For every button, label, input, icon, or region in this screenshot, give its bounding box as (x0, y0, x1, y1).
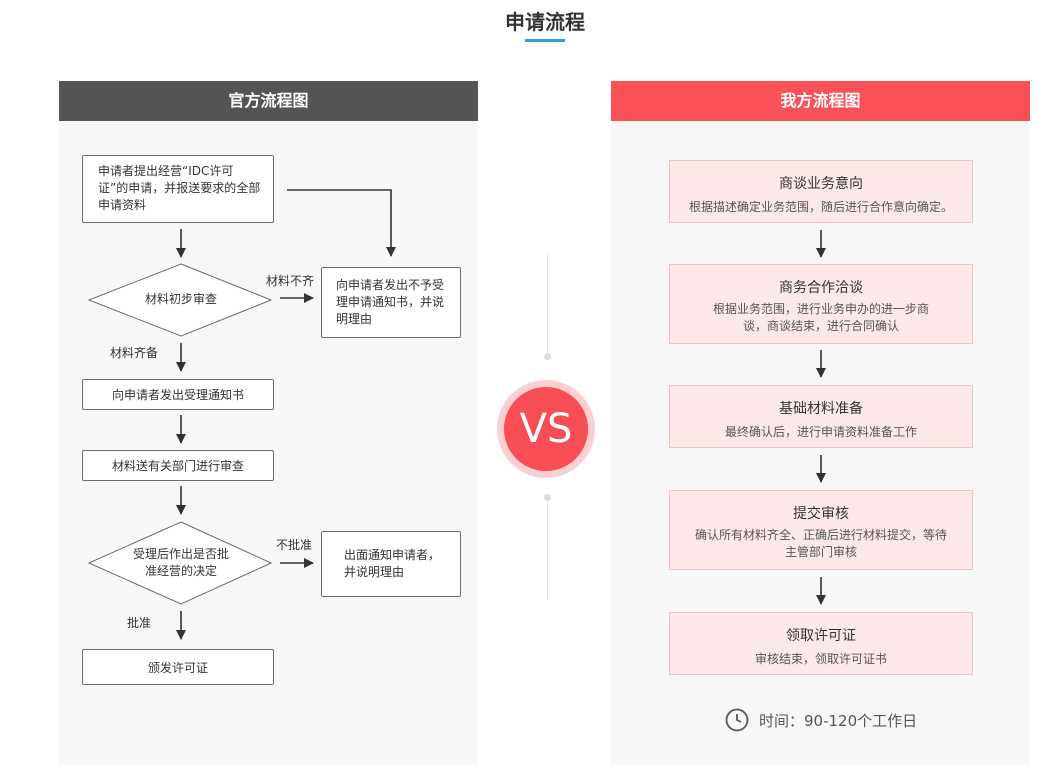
step-desc: 最终确认后，进行申请资料准备工作 (724, 425, 917, 439)
edge-label-incomplete: 材料不齐 (266, 274, 315, 288)
decision-diamond (87, 521, 273, 605)
step-receive-license: 领取许可证 审核结束，领取许可证书 (669, 612, 973, 675)
clock-icon (725, 708, 749, 732)
node-decision-label: 受理后作出是否批准经营的决定 (133, 547, 230, 578)
node-reject-notice: 向申请者发出不予受理申请通知书，并说明理由 (321, 267, 461, 338)
node-send-review: 材料送有关部门进行审查 (82, 450, 274, 481)
edge-label-approved: 批准 (127, 616, 152, 630)
step-title: 商务合作洽谈 (779, 280, 863, 296)
step-desc: 确认所有材料齐全、正确后进行材料提交，等待主管部门审核 (694, 528, 947, 559)
arrow-apply-to-reject (287, 189, 396, 257)
edge-label-complete: 材料齐备 (110, 346, 159, 360)
step-desc: 审核结束，领取许可证书 (754, 652, 887, 666)
divider-dot-bottom (544, 494, 551, 501)
node-initial-review-label: 材料初步审查 (144, 292, 217, 306)
initial-review-diamond (87, 263, 273, 337)
vs-label: VS (504, 387, 588, 471)
processing-time: 时间：90-120个工作日 (725, 708, 917, 732)
step-title: 基础材料准备 (779, 401, 863, 417)
our-flow-header: 我方流程图 (611, 81, 1030, 121)
step-title: 提交审核 (793, 506, 849, 522)
edge-label-not-approved: 不批准 (276, 538, 313, 552)
title-underline (525, 39, 565, 42)
vs-badge: VS (497, 380, 595, 478)
divider-line-top (547, 254, 548, 354)
step-negotiation: 商务合作洽谈 根据业务范围，进行业务申办的进一步商谈，商谈结束，进行合同确认 (669, 264, 973, 344)
node-accept-notice: 向申请者发出受理通知书 (82, 379, 274, 410)
step-material-prep: 基础材料准备 最终确认后，进行申请资料准备工作 (669, 385, 973, 448)
step-submit-review: 提交审核 确认所有材料齐全、正确后进行材料提交，等待主管部门审核 (669, 490, 973, 570)
divider-line-bottom (547, 500, 548, 600)
step-desc: 根据业务范围，进行业务申办的进一步商谈，商谈结束，进行合同确认 (712, 302, 929, 333)
step-title: 商谈业务意向 (779, 176, 863, 192)
node-written-notice: 出面通知申请者，并说明理由 (321, 531, 461, 597)
node-apply: 申请者提出经营“IDC许可证”的申请，并报送要求的全部申请资料 (82, 155, 274, 223)
node-issue-license: 颁发许可证 (82, 649, 274, 685)
processing-time-text: 时间：90-120个工作日 (759, 711, 918, 730)
divider-dot-top (544, 353, 551, 360)
official-flow-header: 官方流程图 (59, 81, 478, 121)
step-business-intent: 商谈业务意向 根据描述确定业务范围，随后进行合作意向确定。 (669, 160, 973, 223)
step-title: 领取许可证 (786, 628, 856, 644)
step-desc: 根据描述确定业务范围，随后进行合作意向确定。 (688, 200, 953, 214)
page-title: 申请流程 (505, 10, 585, 34)
